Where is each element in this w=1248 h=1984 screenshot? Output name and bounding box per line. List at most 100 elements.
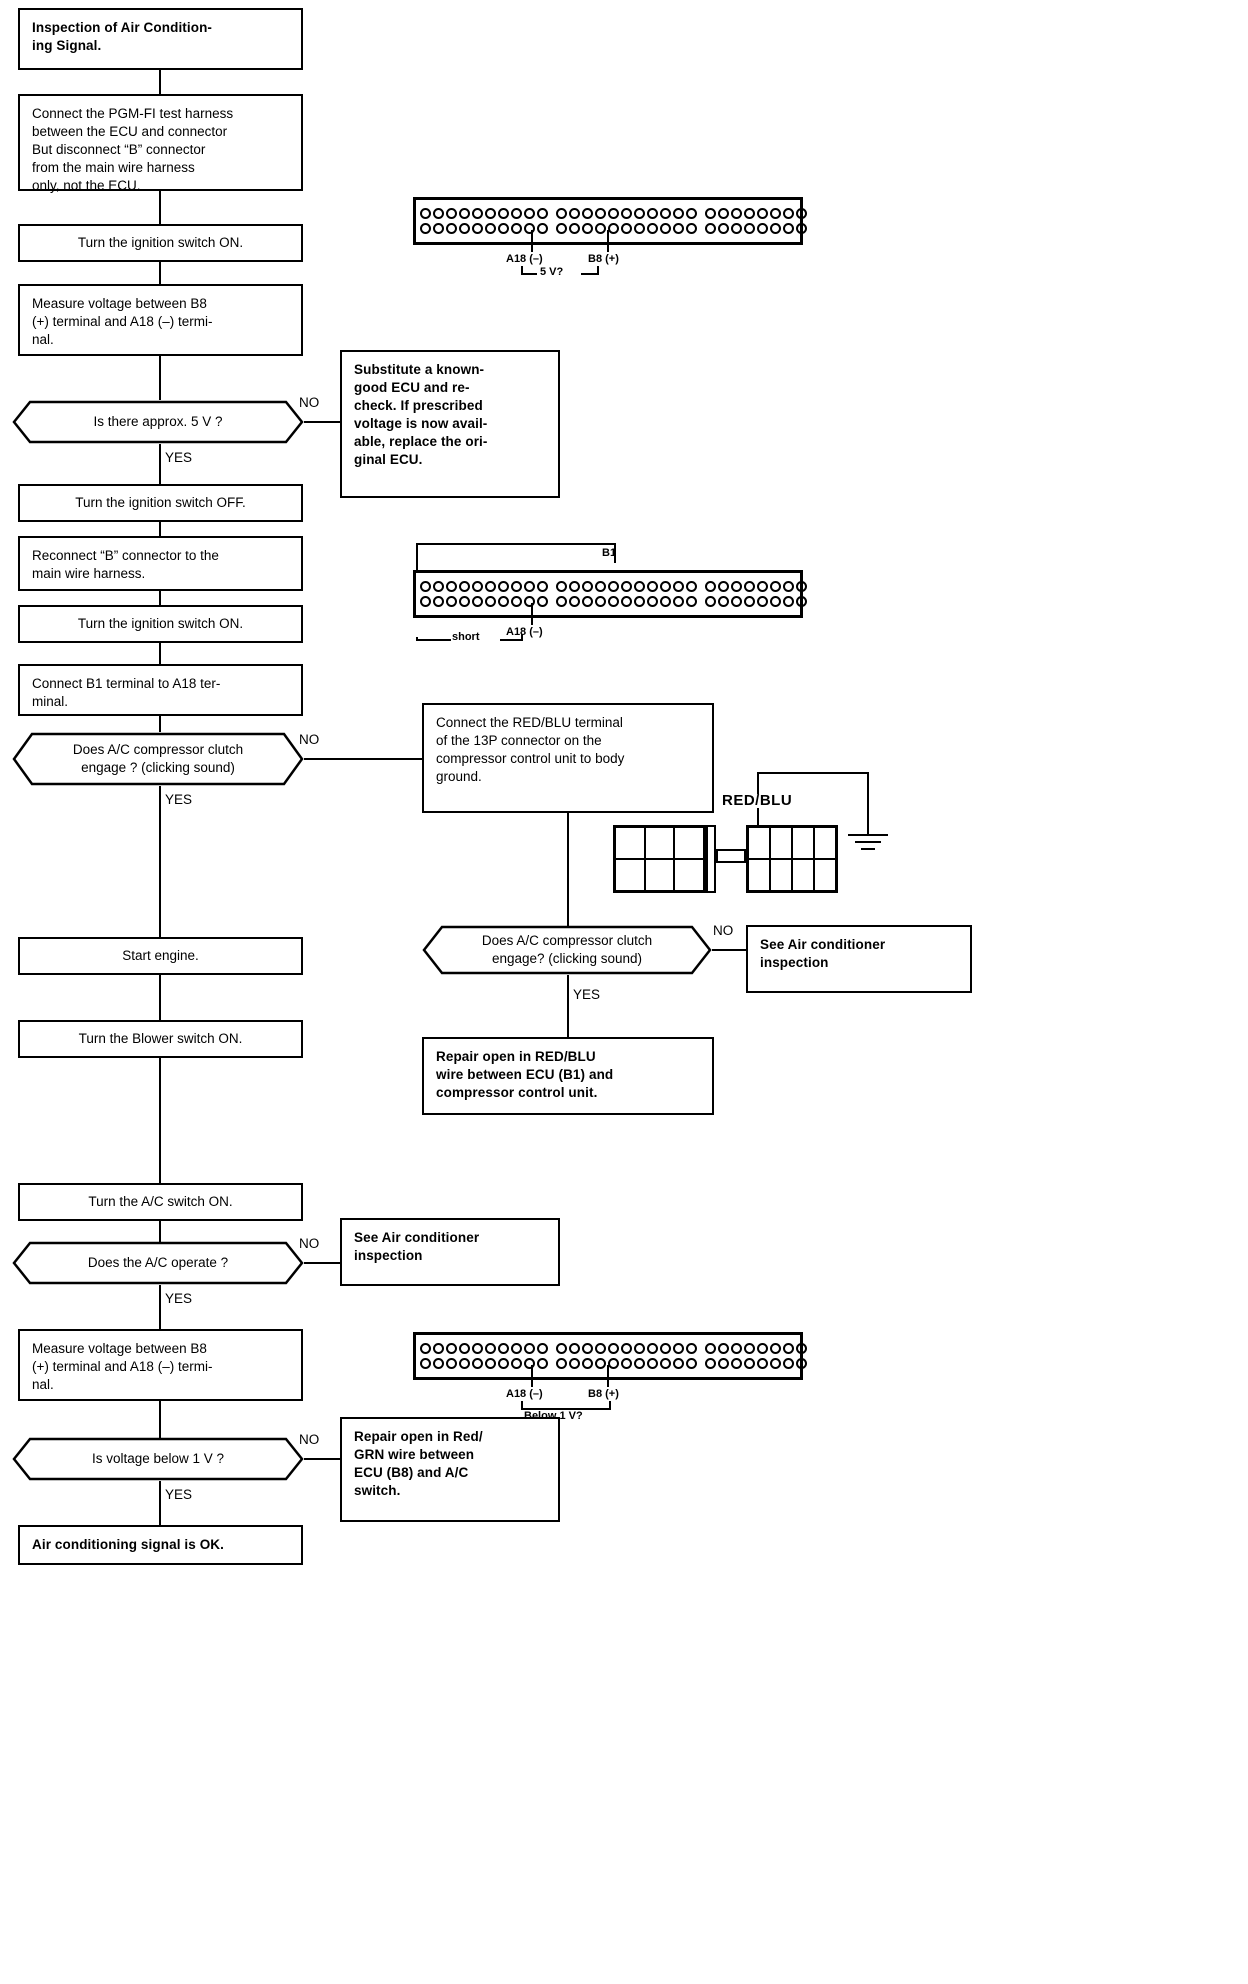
connector-segment-c — [701, 573, 811, 615]
connector-segment-a — [416, 573, 552, 615]
pin — [647, 1358, 658, 1370]
bracket-bar — [521, 1408, 611, 1410]
measurement-label: 5 V? — [540, 266, 564, 278]
pin — [608, 596, 619, 608]
pin — [433, 1358, 444, 1370]
pin — [634, 580, 645, 592]
connector-line — [159, 444, 161, 484]
pin — [569, 207, 580, 219]
measurement-label: Below 1 V? — [524, 1410, 583, 1422]
a18-label: A18 (–) — [506, 1388, 543, 1400]
decision-below-1v: Is voltage below 1 V ? — [12, 1437, 304, 1481]
pin — [621, 207, 632, 219]
step-measure-2: Measure voltage between B8 (+) terminal … — [18, 1329, 303, 1401]
pin — [569, 223, 580, 235]
connector-line — [159, 975, 161, 1020]
connector-segment-b — [552, 200, 701, 242]
a18-label: A18 (–) — [506, 253, 543, 265]
hexagon-shape — [12, 1241, 304, 1285]
pin — [634, 596, 645, 608]
step-connect-harness-text: Connect the PGM-FI test harness between … — [32, 106, 234, 193]
pin — [472, 1358, 483, 1370]
leader-line — [607, 1365, 609, 1387]
cell — [748, 827, 770, 859]
decision-approx-5v-yes-label: YES — [165, 450, 193, 465]
result-see-ac-inspection-2-text: See Air conditioner inspection — [354, 1230, 480, 1263]
pin — [511, 1358, 522, 1370]
latch-bottom — [716, 861, 746, 863]
connector-line — [159, 786, 161, 955]
cell — [814, 859, 836, 891]
pin — [446, 223, 457, 235]
decision-clutch-engage-1-text: Does A/C compressor clutch engage ? (cli… — [72, 741, 244, 775]
cell — [644, 827, 675, 859]
pin — [796, 580, 807, 592]
pin — [660, 1342, 671, 1354]
connector-line — [159, 1401, 161, 1445]
pin — [796, 1358, 807, 1370]
step-reconnect-b: Reconnect “B” connector to the main wire… — [18, 536, 303, 591]
pin — [757, 207, 768, 219]
pin — [660, 223, 671, 235]
bracket-right — [609, 1401, 611, 1410]
pin — [498, 596, 509, 608]
pin — [485, 596, 496, 608]
connector-line — [159, 1058, 161, 1183]
b1-leader-top — [416, 543, 616, 545]
pin — [595, 223, 606, 235]
b1-leader-right — [614, 543, 616, 563]
pin — [498, 1342, 509, 1354]
connector-segment-a — [416, 200, 552, 242]
pin — [420, 207, 431, 219]
connector-line — [304, 758, 422, 760]
decision-approx-5v-no-label: NO — [299, 395, 320, 410]
pin — [420, 580, 431, 592]
pin — [511, 223, 522, 235]
pin — [673, 223, 684, 235]
pin — [524, 596, 535, 608]
pin — [660, 1358, 671, 1370]
bracket-bar — [521, 273, 537, 275]
pin — [556, 223, 567, 235]
end-block-text: Air conditioning signal is OK. — [32, 1537, 225, 1553]
result-see-ac-inspection-1-text: See Air conditioner inspection — [760, 937, 886, 970]
latch-top — [716, 849, 746, 851]
pin — [582, 1358, 593, 1370]
pin — [420, 223, 431, 235]
step-blower-on-text: Turn the Blower switch ON. — [78, 1031, 243, 1047]
pin — [621, 1358, 632, 1370]
connector-middle-strip — [706, 825, 716, 893]
step-start-engine-text: Start engine. — [122, 948, 199, 964]
hexagon-shape — [422, 925, 712, 975]
pin — [621, 580, 632, 592]
pin — [459, 596, 470, 608]
short-bracket-right — [521, 634, 523, 641]
pin — [634, 207, 645, 219]
pin — [770, 580, 781, 592]
pin — [524, 580, 535, 592]
ground-wire-left — [757, 772, 759, 794]
pin — [673, 207, 684, 219]
pin — [796, 1342, 807, 1354]
pin — [582, 1342, 593, 1354]
pin — [731, 1358, 742, 1370]
cell — [674, 827, 704, 859]
bracket-bar — [581, 273, 599, 275]
pin — [660, 596, 671, 608]
pin — [673, 1358, 684, 1370]
decision-clutch-engage-2-text: Does A/C compressor clutch engage? (clic… — [481, 932, 653, 966]
pin — [537, 223, 548, 235]
pin — [524, 207, 535, 219]
pin — [757, 223, 768, 235]
pin — [472, 596, 483, 608]
step-connect-b1-a18-text: Connect B1 terminal to A18 ter- minal. — [32, 676, 221, 709]
hexagon-shape — [12, 1437, 304, 1481]
cell — [814, 827, 836, 859]
ground-symbol-bar2 — [855, 841, 881, 844]
pin — [705, 207, 716, 219]
bracket-left — [521, 266, 523, 275]
pin — [731, 596, 742, 608]
a18-label: A18 (–) — [506, 626, 543, 638]
cell — [644, 859, 675, 891]
result-repair-redblu: Repair open in RED/BLU wire between ECU … — [422, 1037, 714, 1115]
